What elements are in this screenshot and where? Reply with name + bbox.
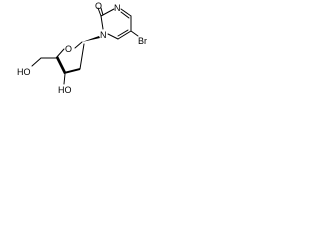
bond-c1-n1-wedge [82,36,100,42]
bond-n3-c4-double [120,11,130,19]
bond-c5-c6 [117,30,132,40]
atom-nitrogen-1: N [100,30,107,40]
deoxyribose-ring [55,36,100,74]
bond-c1-o4 [74,41,83,49]
bond-c2-o-double [100,7,104,16]
atom-hydroxyl-5prime: HO [17,67,31,77]
bond-n1-c2 [100,15,104,30]
bond-c6-n1 [107,33,119,40]
bond-c3-c2-bold [64,68,80,74]
carbonyl-group [97,7,104,17]
bond-c5-c6-double [117,29,129,37]
chemical-structure: O N N Br O HO HO [17,1,147,95]
pyrimidine-ring [100,8,132,40]
atom-bromine: Br [138,36,147,46]
atom-hydroxyl-3prime: HO [58,85,72,95]
atom-carbonyl-oxygen: O [95,1,102,11]
atom-ring-oxygen: O [65,44,72,54]
bond-c2-o [97,7,102,17]
atom-nitrogen-3: N [114,3,121,13]
bond-c5-br [130,30,139,37]
bond-c4-c3-bold [56,56,66,74]
bond-c2-c1 [79,43,85,70]
bond-o4-c4 [55,48,65,59]
bond-n3-c4 [120,8,132,17]
bond-c3-o3 [63,73,66,85]
bond-c5prime-o5 [31,57,42,67]
